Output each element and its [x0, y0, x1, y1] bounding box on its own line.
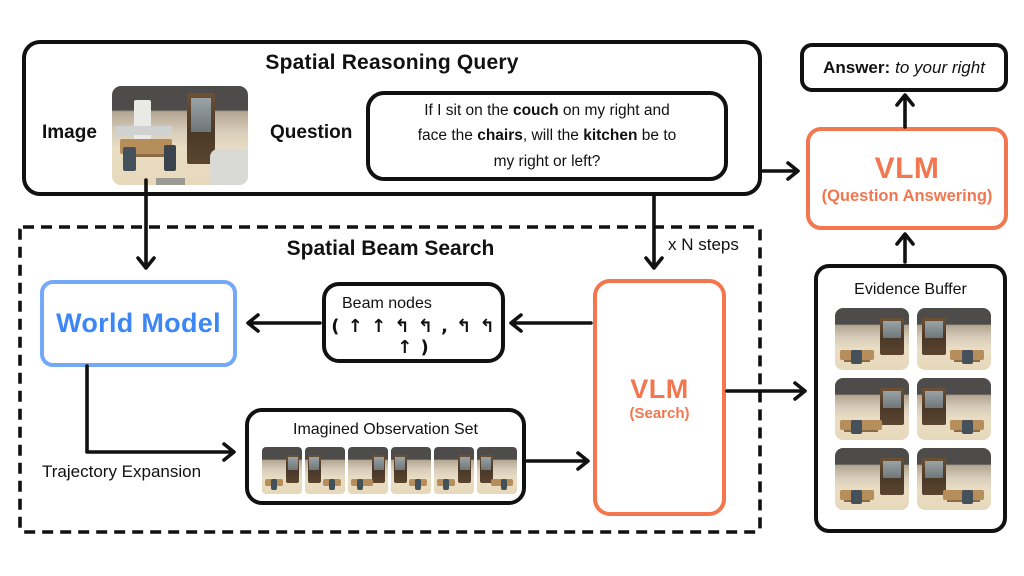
- image-label: Image: [42, 122, 97, 143]
- room-thumbnail: [835, 378, 909, 440]
- arrow-evidence-to-vlm-qa: [895, 232, 915, 264]
- spatial-beam-search-title: Spatial Beam Search: [286, 237, 495, 260]
- question-line: face the chairs, will the kitchen be to: [417, 127, 677, 145]
- room-thumbnail: [348, 447, 388, 494]
- imagined-set-title: Imagined Observation Set: [293, 421, 478, 438]
- evidence-image-grid: [835, 308, 991, 510]
- room-thumbnail: [835, 308, 909, 370]
- arrow-beam-nodes-to-world-model: [246, 313, 322, 333]
- question-line: If I sit on the couch on my right and: [424, 102, 670, 120]
- arrow-vlm-search-to-beam-nodes: [509, 313, 593, 333]
- counter-shape: [114, 125, 172, 136]
- vlm-qa-title: VLM: [874, 151, 940, 185]
- question-line: my right or left?: [493, 152, 601, 170]
- arrow-query-to-vlm-qa: [761, 161, 800, 181]
- beam-nodes-box: Beam nodes ( ↑ ↑ ↰ ↰ , ↰ ↰ ↑ ): [322, 282, 505, 363]
- answer-box: Answer: to your right: [800, 43, 1008, 92]
- query-room-image: [112, 86, 248, 185]
- cabinet-glass-shape: [190, 97, 212, 132]
- world-model-box: World Model: [40, 280, 237, 367]
- room-thumbnail: [477, 447, 517, 494]
- trajectory-expansion-label: Trajectory Expansion: [42, 462, 202, 481]
- vlm-search-subtitle: (Search): [629, 404, 690, 422]
- room-thumbnail: [262, 447, 302, 494]
- question-label: Question: [270, 122, 353, 143]
- imagined-observation-set-box: Imagined Observation Set: [245, 408, 526, 505]
- evidence-buffer-title: Evidence Buffer: [854, 281, 967, 298]
- arrow-world-model-to-imagined-set: [85, 364, 236, 462]
- imagined-image-row: [262, 447, 517, 494]
- room-thumbnail: [391, 447, 431, 494]
- room-thumbnail: [917, 308, 991, 370]
- question-box: If I sit on the couch on my right and fac…: [366, 91, 728, 181]
- vlm-search-box: VLM (Search): [593, 279, 726, 516]
- arrow-vlm-qa-to-answer: [895, 93, 915, 129]
- arrow-imagined-set-to-vlm-search: [525, 451, 590, 471]
- vlm-qa-subtitle: (Question Answering): [821, 186, 993, 205]
- room-thumbnail: [917, 378, 991, 440]
- vlm-search-title: VLM: [630, 373, 689, 404]
- rug-shape: [155, 178, 186, 185]
- chair-shape: [122, 147, 137, 172]
- vlm-question-answering-box: VLM (Question Answering): [806, 127, 1008, 230]
- room-thumbnail: [434, 447, 474, 494]
- answer-value: to your right: [895, 57, 985, 77]
- query-title: Spatial Reasoning Query: [265, 51, 519, 74]
- beam-nodes-sequence: ( ↑ ↑ ↰ ↰ , ↰ ↰ ↑ ): [331, 316, 496, 358]
- chair-shape: [163, 145, 176, 172]
- arrow-vlm-search-to-evidence: [725, 381, 807, 401]
- beam-nodes-label: Beam nodes: [342, 295, 432, 312]
- answer-label: Answer:: [823, 57, 891, 77]
- room-thumbnail: [835, 448, 909, 510]
- room-thumbnail: [917, 448, 991, 510]
- evidence-buffer-box: Evidence Buffer: [814, 264, 1007, 533]
- spatial-reasoning-query-box: Spatial Reasoning Query Image Question I…: [22, 40, 762, 196]
- n-steps-label: x N steps: [668, 235, 739, 254]
- couch-shape: [209, 149, 248, 185]
- room-thumbnail: [305, 447, 345, 494]
